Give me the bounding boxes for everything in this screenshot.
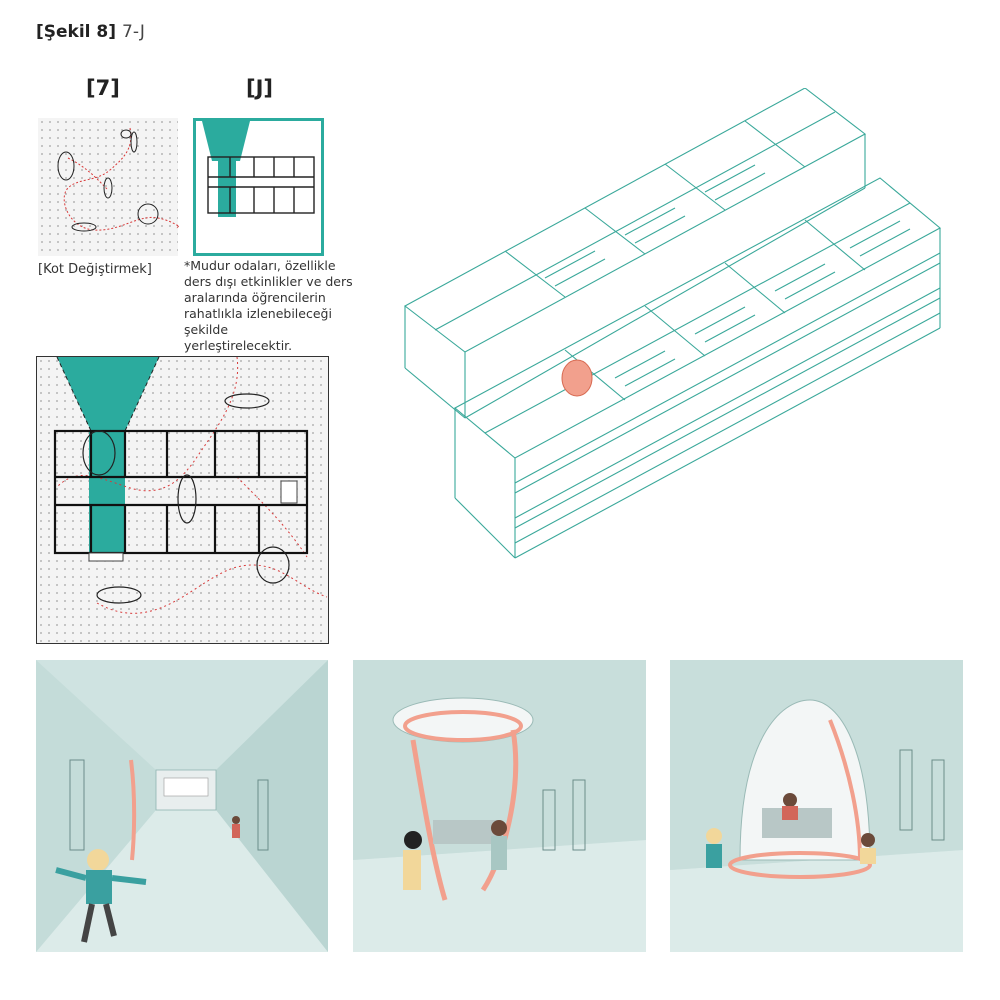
- floor-plan-sketch: [53, 356, 328, 614]
- arrow-marker-icon: ›: [176, 222, 180, 232]
- figure-label: [Şekil 8]: [36, 22, 117, 42]
- girl-figure: [403, 831, 422, 890]
- large-plan-diagram: [36, 356, 329, 644]
- principal-room-marker: [561, 359, 593, 397]
- running-child-figure: [55, 849, 147, 943]
- axonometric-drawing: [403, 87, 941, 559]
- note-line: aralarında öğrencilerin: [184, 290, 326, 305]
- corridor-scene: [36, 660, 328, 952]
- level-change-sketch: [57, 127, 189, 232]
- panel-7-diagram: [38, 118, 189, 256]
- principal-view-sketch: [202, 121, 315, 217]
- small-child-figure: [232, 816, 240, 838]
- note-line: *Mudur odaları, özellikle: [184, 258, 336, 273]
- boy-figure: [491, 820, 507, 870]
- ramp-scene: [670, 660, 963, 952]
- perspective-view-1: [36, 660, 328, 952]
- panel-7-caption: [Kot Değiştirmek]: [38, 262, 152, 277]
- perspective-view-2: [353, 660, 646, 952]
- note-text: *Mudur odaları, özellikle ders dışı etki…: [184, 258, 374, 354]
- note-line: rahatlıkla izlenebileceği şekilde: [184, 306, 332, 337]
- panel-j-label: [J]: [246, 76, 274, 100]
- teacher-figure: [782, 793, 798, 820]
- panel-j-diagram: [193, 118, 324, 256]
- note-line: yerleştirelecektir.: [184, 338, 293, 353]
- figure-title: [Şekil 8]7-J: [36, 22, 145, 42]
- perspective-view-3: [670, 660, 963, 952]
- seated-child-figure: [860, 833, 876, 864]
- climbing-child-figure: [706, 828, 722, 868]
- panel-7-label: [7]: [86, 76, 120, 100]
- note-line: ders dışı etkinlikler ve ders: [184, 274, 353, 289]
- figure-code: 7-J: [122, 22, 145, 42]
- isometric-building: [395, 87, 950, 563]
- atrium-scene: [353, 660, 646, 952]
